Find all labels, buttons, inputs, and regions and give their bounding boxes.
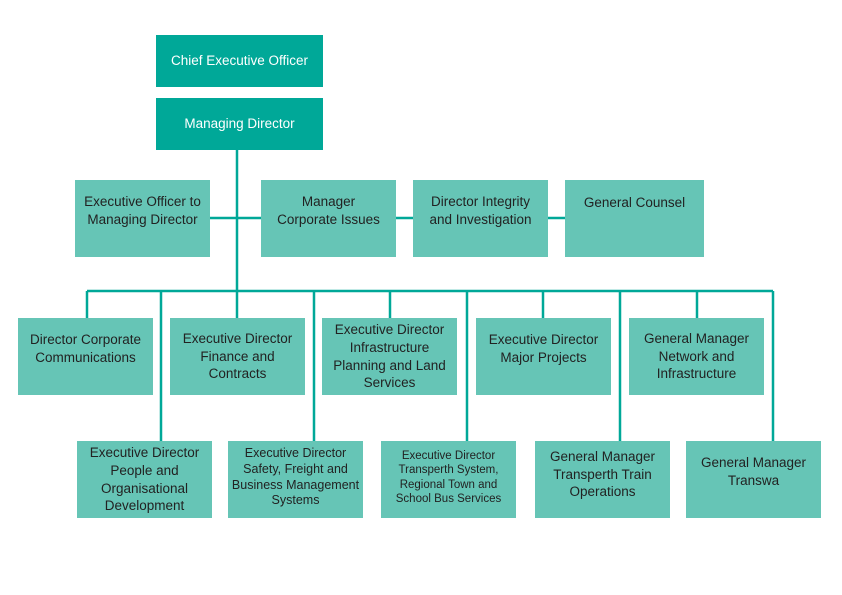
- general-manager-network-box: General Manager Network and Infrastructu…: [629, 318, 764, 395]
- executive-director-safety-label: Executive Director Safety, Freight and B…: [231, 446, 360, 508]
- executive-director-finance-box: Executive Director Finance and Contracts: [170, 318, 305, 395]
- executive-director-major-projects-label: Executive Director Major Projects: [488, 331, 599, 365]
- executive-officer-box: Executive Officer to Managing Director: [75, 180, 210, 257]
- executive-director-infrastructure-label: Executive Director Infrastructure Planni…: [333, 322, 446, 391]
- manager-corporate-issues-label: Manager Corporate Issues: [277, 193, 380, 227]
- managing-director-box: Managing Director: [156, 98, 323, 150]
- general-counsel-box: General Counsel: [565, 180, 704, 257]
- executive-director-transperth-system-box: Executive Director Transperth System, Re…: [381, 441, 516, 518]
- executive-officer-label: Executive Officer to Managing Director: [84, 193, 201, 227]
- director-corporate-communications-label: Director Corporate Communications: [29, 331, 142, 365]
- executive-director-people-box: Executive Director People and Organisati…: [77, 441, 212, 518]
- managing-director-label: Managing Director: [184, 116, 295, 132]
- general-manager-transwa-label: General Manager Transwa: [700, 454, 807, 488]
- executive-director-major-projects-box: Executive Director Major Projects: [476, 318, 611, 395]
- executive-director-safety-box: Executive Director Safety, Freight and B…: [228, 441, 363, 518]
- executive-director-infrastructure-box: Executive Director Infrastructure Planni…: [322, 318, 457, 395]
- executive-director-finance-label: Executive Director Finance and Contracts: [182, 331, 293, 382]
- director-integrity-box: Director Integrity and Investigation: [413, 180, 548, 257]
- general-manager-train-operations-box: General Manager Transperth Train Operati…: [535, 441, 670, 518]
- director-corporate-communications-box: Director Corporate Communications: [18, 318, 153, 395]
- manager-corporate-issues-box: Manager Corporate Issues: [261, 180, 396, 257]
- ceo-label: Chief Executive Officer: [170, 53, 309, 69]
- director-integrity-label: Director Integrity and Investigation: [429, 193, 532, 227]
- ceo-box: Chief Executive Officer: [156, 35, 323, 87]
- general-counsel-label: General Counsel: [583, 194, 686, 210]
- general-manager-train-operations-label: General Manager Transperth Train Operati…: [549, 449, 656, 500]
- general-manager-network-label: General Manager Network and Infrastructu…: [643, 331, 750, 382]
- executive-director-people-label: Executive Director People and Organisati…: [89, 445, 200, 514]
- executive-director-transperth-system-label: Executive Director Transperth System, Re…: [395, 449, 502, 505]
- general-manager-transwa-box: General Manager Transwa: [686, 441, 821, 518]
